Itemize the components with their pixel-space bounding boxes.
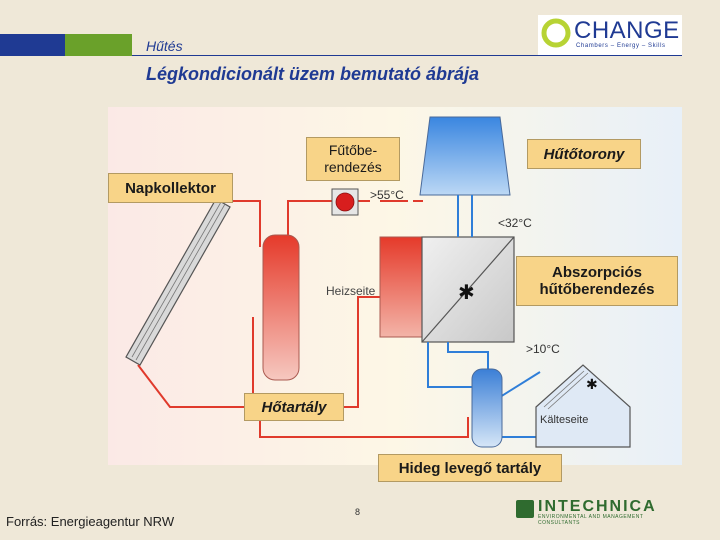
temp-heat-label: >55°C — [370, 188, 404, 202]
callout-cold-storage: Hideg levegő tartály — [378, 454, 562, 482]
change-logo-icon — [541, 18, 571, 48]
callout-heater: Fűtőbe- rendezés — [306, 137, 400, 181]
source-caption: Forrás: Energieagentur NRW — [6, 514, 175, 529]
solar-collector — [125, 198, 231, 366]
header-bar-green — [65, 34, 132, 56]
kalteseite-label: Kälteseite — [540, 414, 588, 426]
header-divider — [132, 55, 682, 56]
intechnica-text: INTECHNICA — [538, 498, 657, 515]
page-number: 8 — [355, 507, 361, 517]
logo-subtitle: Chambers – Energy – Skills — [576, 43, 666, 49]
change-logo: CHANGE Chambers – Energy – Skills — [538, 15, 682, 55]
cold-storage-tank — [471, 368, 503, 448]
hot-storage-tank — [262, 234, 300, 381]
page-title: Légkondicionált üzem bemutató ábrája — [146, 64, 480, 84]
callout-solar-collector: Napkollektor — [108, 173, 233, 203]
cooling-side-unit: ✱ Kälteseite — [535, 364, 631, 448]
header-bar-blue — [0, 34, 65, 56]
heizseite-label: Heizseite — [326, 284, 376, 298]
absorption-chiller: ✱ — [421, 236, 515, 343]
intechnica-badge-icon — [516, 500, 534, 518]
heater-unit — [331, 188, 359, 216]
temp-cold-label: >10°C — [526, 342, 560, 356]
chiller-heating-side — [379, 236, 423, 338]
intechnica-logo: INTECHNICA ENVIRONMENTAL AND MANAGEMENT … — [516, 498, 686, 526]
cooling-tower — [413, 116, 511, 237]
chiller-asterisk-icon: ✱ — [458, 280, 475, 304]
section-label: Hűtés — [146, 38, 183, 54]
intechnica-subtitle: ENVIRONMENTAL AND MANAGEMENT CONSULTANTS — [538, 514, 644, 526]
callout-hot-storage: Hőtartály — [244, 393, 344, 421]
temp-cool-label: <32°C — [498, 216, 532, 230]
cooling-asterisk-icon: ✱ — [586, 377, 598, 393]
callout-absorption-chiller: Abszorpciós hűtőberendezés — [516, 256, 678, 306]
logo-text: CHANGE — [574, 17, 680, 44]
callout-cooling-tower: Hűtőtorony — [527, 139, 641, 169]
